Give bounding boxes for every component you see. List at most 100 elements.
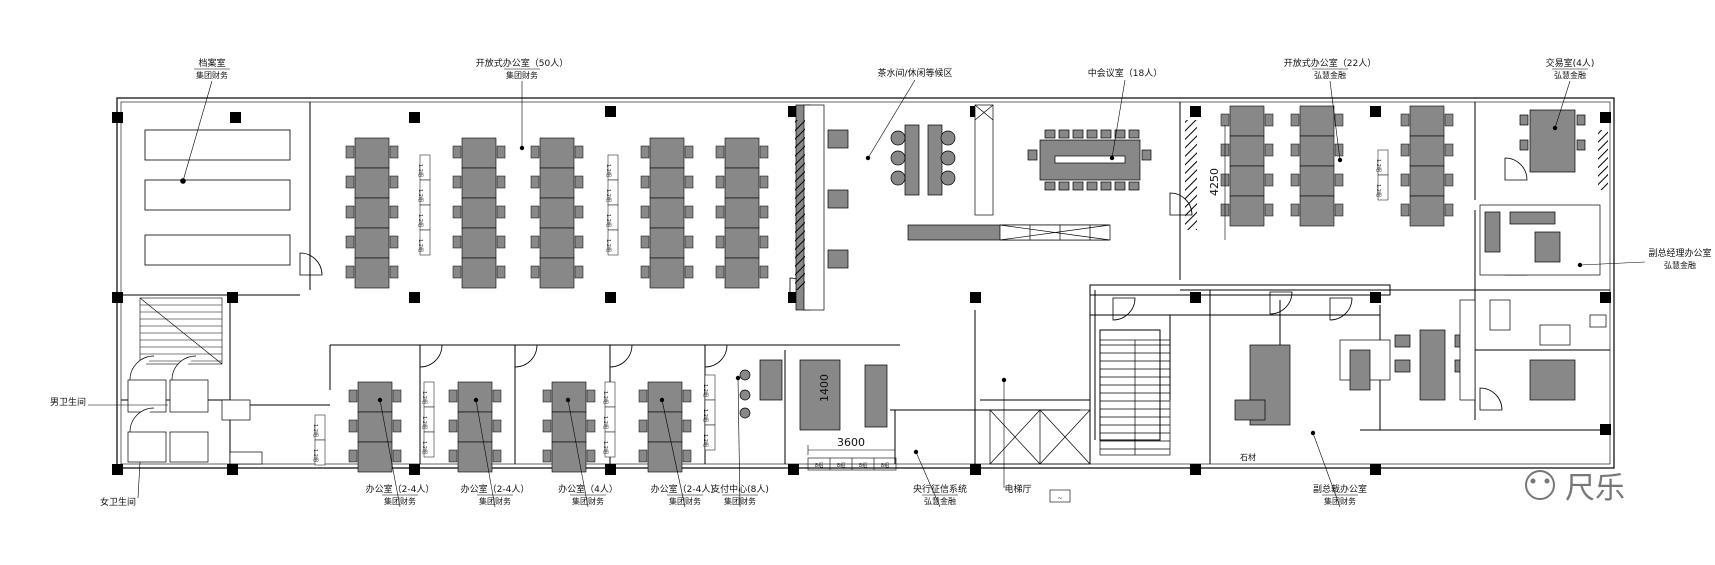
chair bbox=[530, 205, 540, 219]
chair bbox=[684, 205, 694, 219]
meeting-chair bbox=[1086, 129, 1098, 139]
chair bbox=[574, 205, 584, 219]
chair bbox=[1264, 113, 1274, 127]
chair bbox=[586, 449, 596, 463]
column bbox=[1370, 106, 1381, 117]
desk bbox=[539, 257, 575, 289]
desk bbox=[1299, 105, 1335, 137]
stair-left bbox=[139, 297, 223, 365]
chair bbox=[759, 205, 769, 219]
desk bbox=[1409, 105, 1445, 137]
cabinet-label: 1.2组 bbox=[602, 416, 609, 429]
cabinet-label: 1.2组 bbox=[602, 441, 609, 454]
desk bbox=[724, 137, 760, 169]
column bbox=[1190, 106, 1201, 117]
exchange-room-furniture bbox=[1519, 109, 1608, 190]
chair bbox=[496, 235, 506, 249]
column bbox=[1600, 424, 1611, 435]
column bbox=[112, 112, 123, 123]
desk bbox=[649, 197, 685, 229]
archive-shelves bbox=[144, 129, 291, 266]
payment-center-furniture bbox=[739, 359, 888, 431]
chair bbox=[715, 265, 725, 279]
cabinet-label: 1.2组 bbox=[605, 214, 612, 227]
chair bbox=[715, 175, 725, 189]
cabinet bbox=[1377, 174, 1389, 201]
open_office_22-name: 开放式办公室（22人） bbox=[1284, 57, 1376, 69]
elevator-hall-name: 电梯厅 bbox=[1004, 483, 1031, 495]
chair bbox=[1400, 173, 1410, 187]
desk bbox=[539, 197, 575, 229]
exchange_room-dept: 弘慧金融 bbox=[1554, 70, 1586, 80]
chair bbox=[638, 389, 648, 403]
desk bbox=[1229, 105, 1265, 137]
exchange_room-name: 交易室(4人) bbox=[1546, 57, 1595, 69]
cabinet-label: 1.2组 bbox=[605, 239, 612, 252]
desk bbox=[457, 441, 493, 473]
cabinet-label: 1.2组 bbox=[602, 391, 609, 404]
chair bbox=[1290, 113, 1300, 127]
chair bbox=[640, 205, 650, 219]
cabinet-label: 1.2组 bbox=[605, 164, 612, 177]
column bbox=[788, 464, 799, 475]
room-dot bbox=[473, 397, 479, 403]
tea-area bbox=[795, 104, 1197, 311]
open_office_22-dept: 弘慧金融 bbox=[1314, 70, 1346, 80]
desk bbox=[649, 257, 685, 289]
door-swing bbox=[609, 344, 633, 368]
office_c-dept: 集团财务 bbox=[572, 496, 604, 506]
chair bbox=[1334, 113, 1344, 127]
chair bbox=[1264, 203, 1274, 217]
column bbox=[788, 292, 799, 303]
chair bbox=[1334, 173, 1344, 187]
chair bbox=[542, 449, 552, 463]
column bbox=[227, 292, 238, 303]
desk bbox=[724, 167, 760, 199]
desk bbox=[1409, 135, 1445, 167]
cabinet-label: 1.2组 bbox=[417, 214, 424, 227]
cabinet bbox=[607, 229, 619, 256]
desk bbox=[357, 381, 393, 413]
desk bbox=[354, 197, 390, 229]
column bbox=[970, 464, 981, 475]
chair bbox=[759, 265, 769, 279]
chair bbox=[684, 145, 694, 159]
toilets bbox=[127, 355, 263, 465]
dim-4250: 4250 bbox=[1208, 168, 1221, 196]
desk bbox=[551, 411, 587, 443]
room-dot bbox=[735, 375, 741, 381]
chair bbox=[392, 449, 402, 463]
structural-columns bbox=[112, 106, 1611, 475]
chair bbox=[1444, 143, 1454, 157]
chair bbox=[1400, 113, 1410, 127]
desk bbox=[647, 381, 683, 413]
column bbox=[1190, 464, 1201, 475]
chair bbox=[542, 419, 552, 433]
outer-walls bbox=[116, 97, 1615, 469]
column bbox=[970, 292, 981, 303]
chair bbox=[345, 145, 355, 159]
meeting-chair bbox=[1044, 181, 1056, 191]
cabinet bbox=[704, 424, 716, 451]
office_b-name: 办公室（2-4人） bbox=[461, 483, 530, 495]
desk bbox=[649, 167, 685, 199]
chair bbox=[759, 145, 769, 159]
chair bbox=[1264, 143, 1274, 157]
chair bbox=[452, 175, 462, 189]
chair bbox=[530, 235, 540, 249]
chair bbox=[348, 419, 358, 433]
cab-row-label: 8组 bbox=[815, 462, 823, 469]
desk bbox=[354, 227, 390, 259]
dim-1400: 1400 bbox=[818, 374, 831, 402]
door-swing bbox=[1329, 297, 1353, 321]
desk-layer bbox=[314, 105, 1454, 473]
column bbox=[112, 464, 123, 475]
cabinet-label: 1.2组 bbox=[421, 416, 428, 429]
chair bbox=[492, 449, 502, 463]
chair bbox=[1334, 203, 1344, 217]
office_a-name: 办公室（2-4人） bbox=[366, 483, 435, 495]
chair bbox=[448, 389, 458, 403]
desk bbox=[649, 227, 685, 259]
chair bbox=[640, 235, 650, 249]
room-dot bbox=[659, 397, 665, 403]
